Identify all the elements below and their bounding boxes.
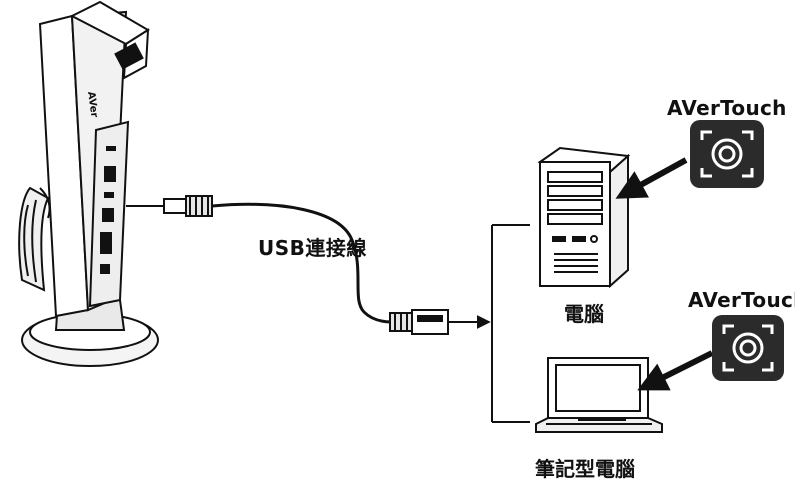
usb-cable — [211, 202, 393, 324]
pointer-arrow-icon — [615, 157, 688, 199]
usb-a-connector-icon — [389, 309, 449, 335]
notebook-label: 筆記型電腦 — [535, 457, 635, 481]
avertouch-app-icon — [690, 120, 764, 188]
pointer-arrow-icon — [637, 350, 714, 391]
usb-mini-connector-icon — [126, 195, 213, 217]
desktop-label: 電腦 — [564, 302, 604, 326]
connection-bracket — [448, 224, 530, 423]
laptop-icon — [535, 357, 663, 433]
avertouch-app-icon — [712, 315, 784, 381]
document-camera-icon — [18, 0, 159, 367]
camera-logo: AVer — [85, 91, 100, 118]
avertouch-label-notebook: AVerTouch — [688, 288, 795, 312]
avertouch-label-desktop: AVerTouch — [667, 96, 787, 120]
desktop-tower-icon — [537, 146, 631, 289]
usb-cable-label: USB連接線 — [258, 236, 367, 260]
